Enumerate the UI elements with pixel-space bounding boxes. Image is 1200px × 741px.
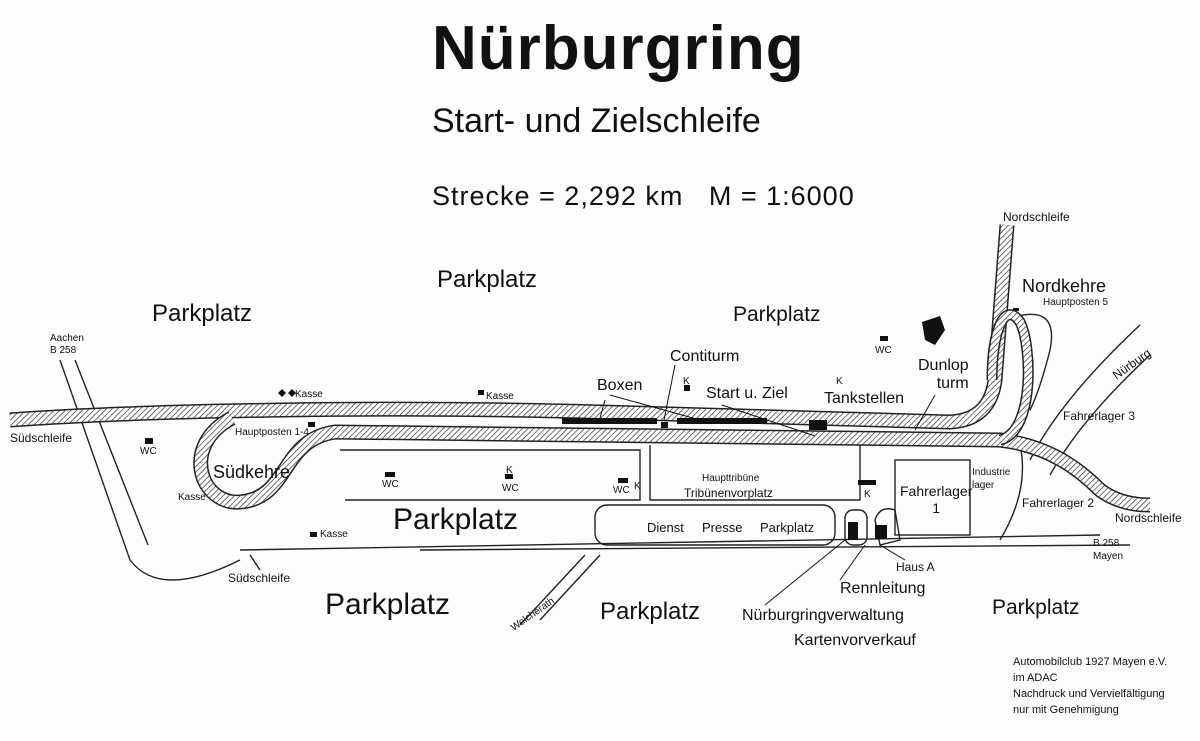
wc-label: WC	[502, 483, 519, 494]
parking-label: Parkplatz	[600, 598, 701, 625]
wc-label: WC	[875, 345, 892, 356]
boxen-label: Boxen	[597, 377, 643, 394]
publisher-line: Automobilclub 1927 Mayen e.V.	[1013, 656, 1168, 668]
nordschleife-label: Nordschleife	[1003, 210, 1070, 224]
tankstellen-label: Tankstellen	[824, 390, 905, 407]
suedschleife-label: Südschleife	[228, 571, 291, 585]
leader-lines	[599, 364, 936, 606]
parking-label: Parkplatz	[152, 300, 253, 327]
kasse-label: Kasse	[178, 492, 206, 503]
verwaltung-label: Nürburgringverwaltung	[742, 607, 904, 624]
parking-label: Parkplatz	[393, 503, 519, 536]
wc-label: WC	[140, 446, 157, 457]
kiosk-label: K	[864, 489, 871, 500]
map-title: Nürburgring	[432, 14, 805, 83]
kartenvorverkauf-label: Kartenvorverkauf	[794, 632, 916, 649]
kiosk-label: K	[836, 376, 843, 387]
tribuenenvorplatz-label: Tribünenvorplatz	[684, 486, 773, 500]
parking-label: Parkplatz	[325, 588, 451, 621]
race-track	[10, 225, 1150, 505]
hauptposten5-label: Hauptposten 5	[1043, 297, 1109, 308]
kasse-label: Kasse	[320, 529, 348, 540]
start-ziel-label: Start u. Ziel	[706, 385, 788, 402]
kasse-label: Kasse	[486, 391, 514, 402]
haus-a-label: Haus A	[896, 560, 935, 574]
kasse-label: Kasse	[295, 389, 323, 400]
publisher-line: Nachdruck und Vervielfältigung	[1013, 687, 1165, 700]
nordschleife-label: Nordschleife	[1115, 511, 1182, 525]
wc-label: WC	[382, 479, 399, 490]
map-subtitle: Start- und Zielschleife	[432, 102, 761, 140]
industrielager-label: Industrie lager	[972, 467, 1011, 491]
presse-label: Presse	[702, 520, 743, 535]
suedschleife-label: Südschleife	[10, 431, 73, 445]
dienst-label: Dienst	[647, 520, 684, 535]
publisher-note: Automobilclub 1927 Mayen e.V. im ADAC Na…	[1013, 655, 1167, 719]
kiosk-label: K	[634, 481, 641, 492]
fahrerlager2-label: Fahrerlager 2	[1022, 496, 1095, 510]
aachen-label: Aachen B 258	[50, 333, 84, 356]
roads	[59, 313, 1151, 626]
fahrerlager3-label: Fahrerlager 3	[1063, 409, 1136, 423]
parking-label: Parkplatz	[760, 520, 815, 535]
haupttribuene-label: Haupttribüne	[702, 473, 760, 484]
kiosk-label: K	[683, 376, 690, 387]
kiosk-label: K	[506, 465, 513, 476]
mayen-label: B 258 Mayen	[1093, 538, 1124, 562]
publisher-line: im ADAC	[1013, 671, 1058, 684]
parking-label: Parkplatz	[733, 303, 821, 326]
buildings	[145, 308, 1019, 540]
contiturm-label: Contiturm	[670, 348, 740, 365]
publisher-line: nur mit Genehmigung	[1013, 703, 1119, 716]
suedkehre-label: Südkehre	[213, 462, 291, 482]
fahrerlager1-label: Fahrerlager 1	[900, 483, 973, 516]
dunlopturm-label: Dunlop turm	[918, 357, 969, 392]
nordkehre-label: Nordkehre	[1022, 276, 1107, 296]
parking-label: Parkplatz	[437, 266, 538, 293]
track-length-scale: Strecke = 2,292 km M = 1:6000	[432, 181, 855, 211]
rennleitung-label: Rennleitung	[840, 580, 926, 597]
hauptposten14-label: Hauptposten 1-4	[235, 427, 309, 438]
wc-label: WC	[613, 485, 630, 496]
parking-label: Parkplatz	[992, 596, 1080, 619]
